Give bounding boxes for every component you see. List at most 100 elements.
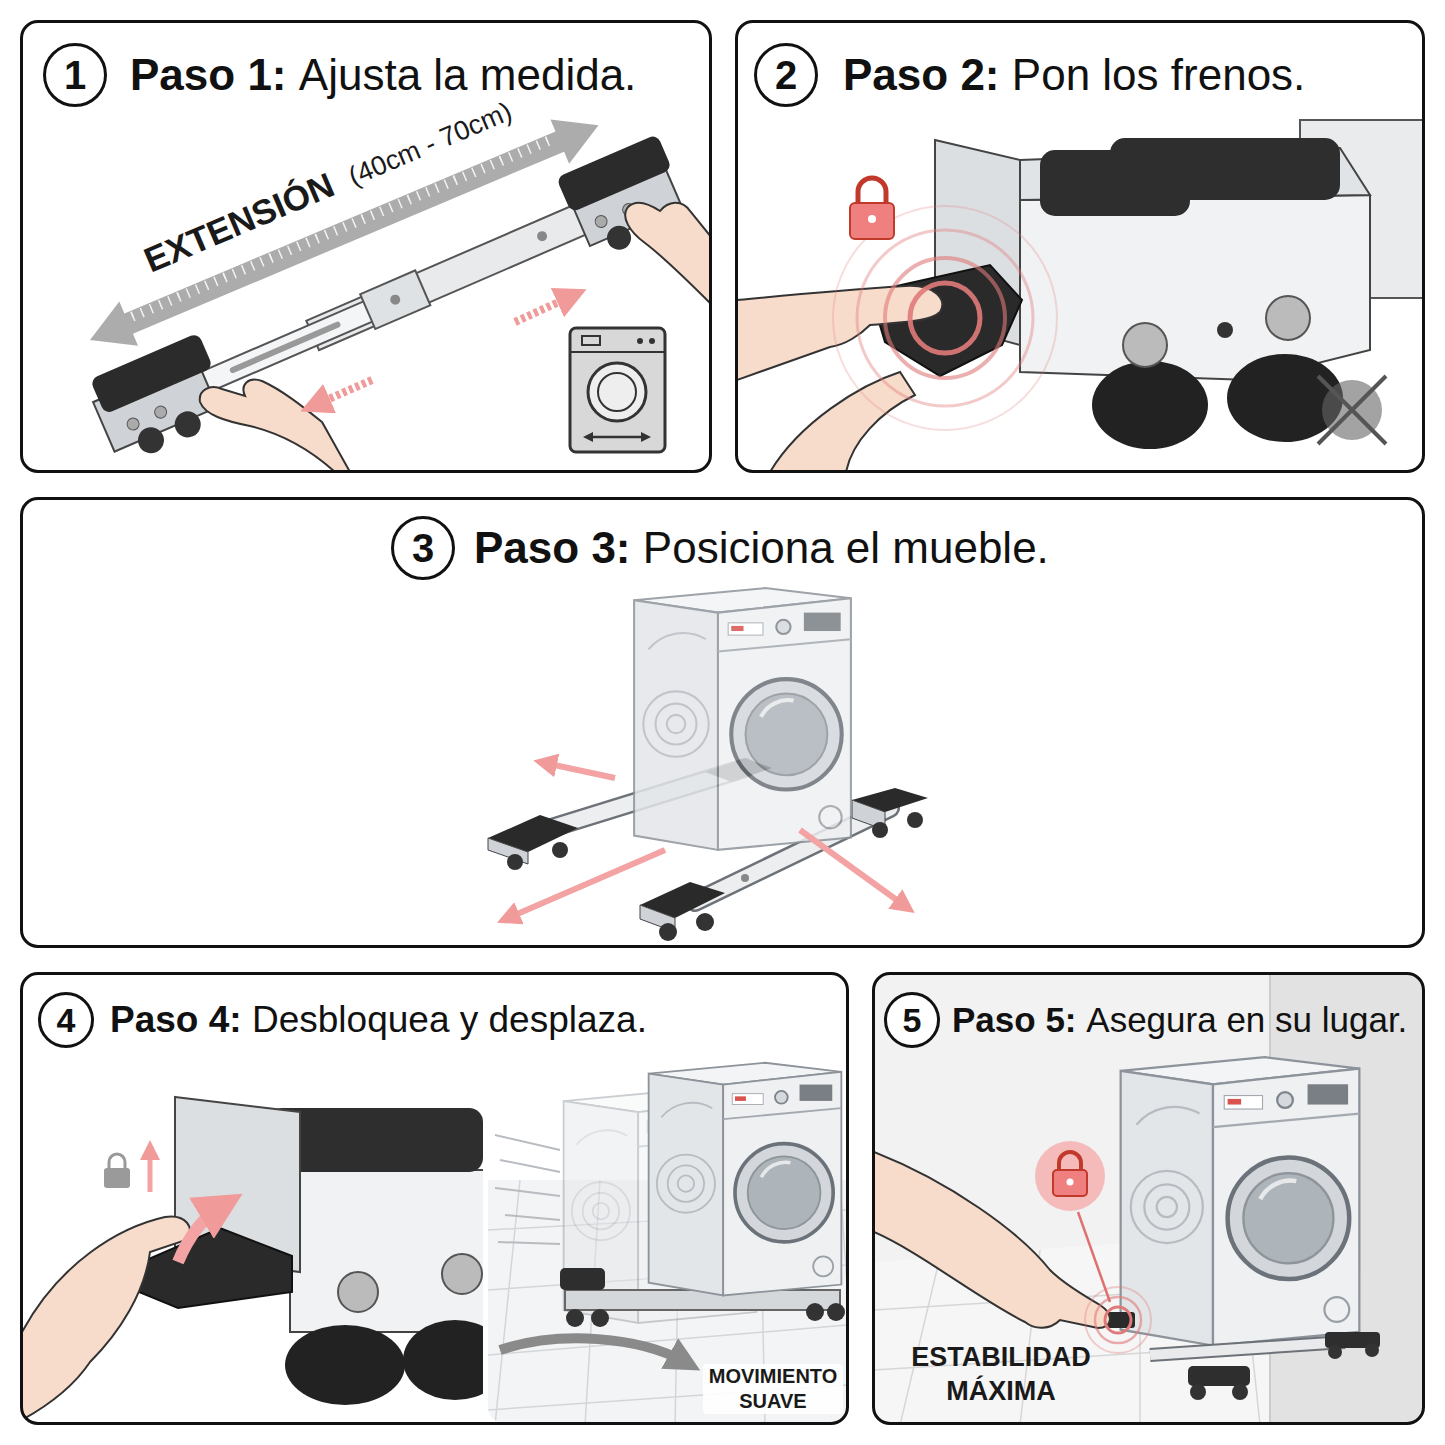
push-arrow [315,380,372,405]
step2-illustration-part [1123,323,1167,367]
step-label: Paso 1: [130,50,287,100]
step5-illustration-part [1365,1343,1379,1357]
step-label: Paso 5: [952,995,1077,1045]
step4-closeup [22,1097,483,1420]
step-instruction: Pon los frenos. [1012,50,1306,100]
step3-illustration-part [552,842,568,858]
step5-illustration-part [1190,1384,1206,1400]
slider-bar-part [90,333,213,415]
step-number: 3 [412,528,434,568]
step4-move-part [806,1303,824,1321]
washer-icon-part [637,338,643,344]
step2-illustration-part [1217,322,1233,338]
lock-icon-part [858,178,886,205]
step4-move-part-part [505,1215,560,1220]
step5-illustration [874,974,1423,1423]
washer-icon-part [588,436,646,439]
lock-icon-part [1067,1179,1074,1186]
step5-illustration-part-part [900,1257,940,1423]
step2-illustration-part [770,372,915,471]
step4-move-part [565,1290,840,1310]
motion-note: MOVIMIENTO SUAVE [703,1364,843,1414]
lock-icon [850,178,894,239]
step5-illustration-part [1150,1342,1345,1355]
step2-illustration-part [910,283,980,353]
step4-closeup-part [285,1325,405,1405]
slider-bar-part [153,404,169,420]
step-number: 5 [903,1003,922,1037]
slider-bar-part [229,321,342,374]
step5-illustration-part [1095,1297,1141,1343]
slider-bar [84,134,694,467]
step-number-circle: 1 [43,43,107,107]
washer-icon [570,328,665,452]
step3-illustration-part [508,850,665,918]
step5-illustration-part [1078,1212,1110,1302]
step4-move-part [495,1135,560,1244]
step5-illustration-part [1085,1287,1151,1353]
step4-move-part [566,1309,584,1327]
slider-bar-part [189,298,381,398]
lock-icon [1035,1141,1105,1211]
step4-move-part-part [495,1188,560,1196]
step4-closeup-part [442,1254,482,1294]
slider-bar-part [593,214,609,230]
slider-bar-part [360,270,430,329]
step-label: Paso 3: [474,523,631,573]
slider-bar-part [389,293,402,306]
step-label: Paso 4: [110,995,242,1045]
step3-illustration-part [907,812,923,828]
extension-arrow-part [131,137,552,315]
step2-illustration-part [1266,296,1310,340]
step3-illustration-part [545,763,615,778]
extension-arrow-part [132,139,553,317]
step5-illustration-part [874,1152,1110,1328]
step-number-circle: 5 [884,992,940,1048]
washer-icon-part [649,338,655,344]
step4-move-part [827,1303,845,1321]
slider-bar-part [125,416,141,432]
washer-icon-part [570,328,665,452]
step4-move [488,1063,847,1423]
step3-illustration-part [507,854,523,870]
step2-illustration-part [885,258,1005,378]
step-panel: Paso 2:Pon los frenos. 2 [735,20,1425,473]
step3-illustration-part [741,874,749,882]
step4-move-part [649,1063,842,1296]
step2-illustration [737,120,1423,471]
no-roll-icon-part [1318,376,1386,444]
step5-illustration-part [1328,1345,1342,1359]
step-instruction: Posiciona el mueble. [643,523,1049,573]
step4-move-part [591,1309,609,1327]
step5-illustration-part [1188,1366,1250,1386]
washer-icon-part [582,336,600,345]
step-number-circle: 2 [754,43,818,107]
step-number-circle: 3 [391,516,455,580]
divider [483,975,487,1423]
slider-bar-part [134,423,168,457]
step-number: 2 [775,55,797,95]
step-panel: Paso 1:Ajusta la medida. 1 [20,20,712,473]
lock-icon-part [868,215,876,223]
step-number: 4 [57,1003,76,1037]
step-label: Paso 2: [843,50,1000,100]
step-number: 1 [64,55,86,95]
step2-illustration-part [1092,361,1208,449]
lock-icon-part [850,203,894,239]
step4-move-part-part [495,1135,560,1150]
washer-icon-part [570,351,665,353]
step4-closeup-part [290,1170,483,1332]
unlock-icon-part [148,1150,153,1192]
step4-closeup-part [403,1320,483,1400]
step-panel: Paso 4:Desbloquea y desplaza.4 [20,972,849,1425]
step5-illustration-part [1105,1307,1131,1333]
step-instruction: Ajusta la medida. [299,50,637,100]
step-panel: Paso 3:Posiciona el mueble. 3 [20,497,1425,948]
step4-move-part [560,1268,605,1290]
step3-illustration-part [659,923,677,941]
step3-illustration-part [800,830,905,906]
hand [625,203,710,305]
unlock-icon-part [109,1154,125,1170]
slider-bar-part [536,230,549,243]
washer-icon-part [598,373,636,411]
